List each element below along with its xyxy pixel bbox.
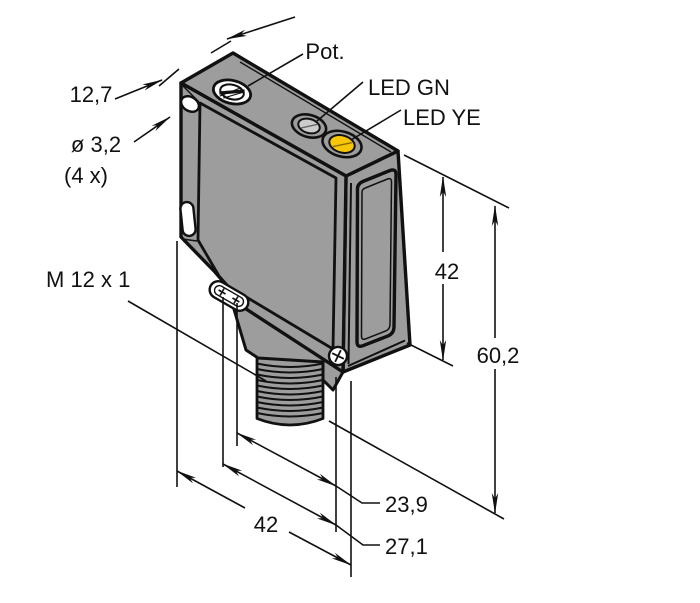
extension-line bbox=[328, 420, 505, 520]
leader-line bbox=[316, 81, 364, 122]
led-green-indicator bbox=[290, 113, 328, 139]
callout-mounting-hole: ø 3,2 (4 x) bbox=[64, 116, 171, 188]
top-face-edge-line bbox=[239, 61, 392, 153]
dimension-label-height: 42 bbox=[435, 259, 459, 284]
lens-window-inner-line bbox=[360, 177, 393, 341]
right-face-bottom-line bbox=[347, 339, 406, 367]
dimension-tick bbox=[158, 68, 180, 87]
callout-label-pot: Pot. bbox=[305, 39, 344, 64]
corner-fold-line bbox=[215, 273, 221, 278]
callout-label-hole-count: (4 x) bbox=[64, 163, 108, 188]
dimension-label-width: 42 bbox=[254, 512, 278, 537]
dimension-line bbox=[236, 432, 337, 487]
dimension-arrow bbox=[176, 470, 246, 509]
dimension-housing-depth: 12,7 bbox=[70, 16, 296, 107]
leader-line bbox=[350, 109, 402, 141]
pot-slot bbox=[219, 89, 245, 95]
dimension-connector-offset-rear: 27,1 bbox=[222, 297, 428, 559]
right-face-edge-line bbox=[347, 182, 352, 365]
callout-label-hole-diameter: ø 3,2 bbox=[71, 132, 121, 157]
led-yellow-indicator bbox=[321, 129, 363, 159]
mounting-hole bbox=[179, 95, 201, 113]
extension-line bbox=[406, 342, 454, 367]
callout-connector-thread: M 12 x 1 bbox=[46, 267, 267, 382]
potentiometer-hole bbox=[211, 78, 253, 106]
dimension-arrow bbox=[114, 79, 163, 100]
lens-window bbox=[355, 168, 398, 348]
corner-fold-line bbox=[181, 238, 198, 242]
dimension-housing-width: 42 bbox=[176, 241, 352, 577]
led-yellow-bezel bbox=[321, 129, 363, 159]
callout-potentiometer: Pot. bbox=[247, 39, 345, 87]
callout-led-green: LED GN bbox=[316, 75, 450, 122]
leader-line bbox=[247, 53, 304, 87]
callout-label-led-gn: LED GN bbox=[368, 75, 450, 100]
sensor-body bbox=[179, 51, 412, 427]
m12-connector bbox=[255, 354, 325, 427]
dimension-arrow bbox=[226, 16, 296, 40]
dimension-label-overall-height: 60,2 bbox=[477, 343, 520, 368]
connector-barrel bbox=[255, 354, 325, 427]
phillips-screw bbox=[232, 296, 240, 304]
leader-line bbox=[335, 485, 380, 504]
phillips-screw bbox=[218, 288, 226, 296]
dimension-label-offset-rear: 27,1 bbox=[385, 534, 428, 559]
dimension-arrow bbox=[288, 531, 352, 566]
connector-threads bbox=[256, 362, 324, 418]
dimension-label-offset-front: 23,9 bbox=[385, 492, 428, 517]
dimension-housing-height: 42 bbox=[403, 154, 510, 367]
screw-plate bbox=[208, 280, 250, 312]
dimension-tick bbox=[210, 40, 232, 54]
housing-screw bbox=[327, 345, 349, 367]
leader-arrow bbox=[133, 116, 171, 143]
callout-led-yellow: LED YE bbox=[350, 105, 481, 141]
callout-label-m12: M 12 x 1 bbox=[46, 267, 130, 292]
callout-label-led-ye: LED YE bbox=[403, 105, 481, 130]
dimension-label-depth: 12,7 bbox=[70, 82, 113, 107]
extension-line bbox=[403, 154, 510, 209]
side-slot-hole bbox=[179, 200, 197, 238]
leader-line bbox=[335, 524, 380, 546]
dimension-line bbox=[222, 463, 337, 526]
dimension-overall-height: 60,2 bbox=[328, 205, 520, 520]
leader-line bbox=[127, 300, 267, 382]
